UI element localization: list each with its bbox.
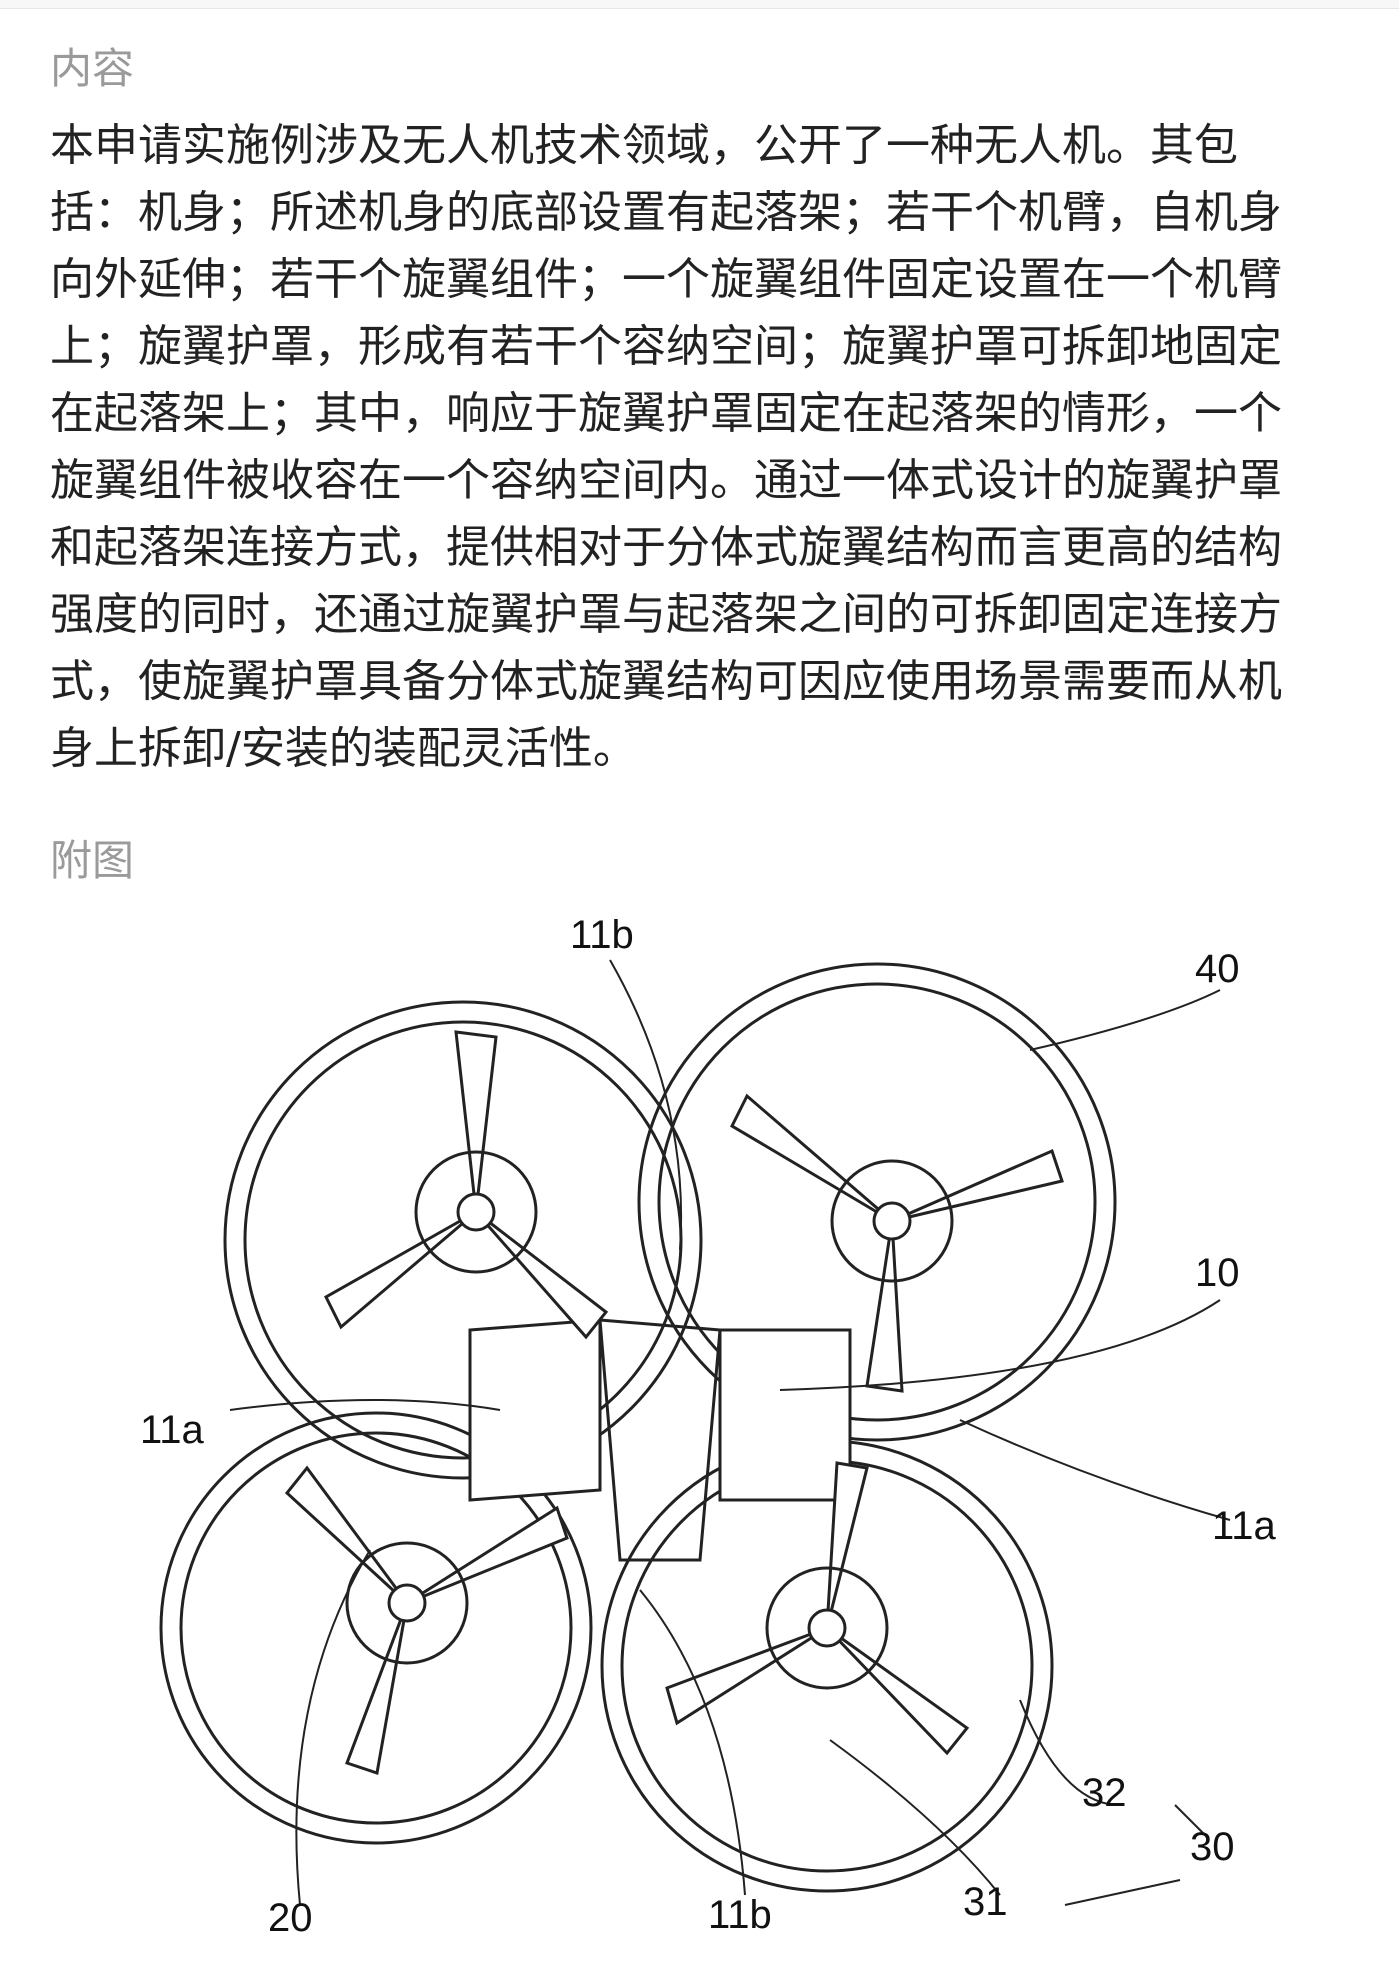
label-11a-left: 11a (140, 1408, 205, 1452)
abstract-line: 和起落架连接方式，提供相对于分体式旋翼结构而言更高的结构 (50, 522, 1282, 573)
abstract-line: 括：机身；所述机身的底部设置有起落架；若干个机臂，自机身 (50, 187, 1282, 238)
abstract-text: 本申请实施例涉及无人机技术领域，公开了一种无人机。其包 括：机身；所述机身的底部… (50, 112, 1370, 782)
figure-heading: 附图 (50, 836, 135, 885)
label-11b-bottom: 11b (708, 1893, 772, 1937)
abstract-line: 本申请实施例涉及无人机技术领域，公开了一种无人机。其包 (50, 120, 1238, 171)
abstract-line: 旋翼组件被收容在一个容纳空间内。通过一体式设计的旋翼护罩 (50, 455, 1282, 506)
abstract-line: 上；旋翼护罩，形成有若干个容纳空间；旋翼护罩可拆卸地固定 (50, 321, 1282, 372)
rotor-guard (159, 962, 1117, 1893)
abstract-line: 在起落架上；其中，响应于旋翼护罩固定在起落架的情形，一个 (50, 388, 1282, 439)
label-30: 30 (1190, 1825, 1235, 1869)
fuselage (468, 1318, 852, 1562)
label-40: 40 (1195, 947, 1240, 991)
label-31: 31 (963, 1880, 1008, 1924)
abstract-line: 向外延伸；若干个旋翼组件；一个旋翼组件固定设置在一个机臂 (50, 254, 1282, 305)
leader-lines (229, 959, 1231, 1906)
abstract-line: 强度的同时，还通过旋翼护罩与起落架之间的可拆卸固定连接方 (50, 589, 1282, 640)
label-10: 10 (1195, 1251, 1240, 1295)
abstract-line: 身上拆卸/安装的装配灵活性。 (50, 723, 637, 774)
label-11a-right: 11a (1212, 1504, 1277, 1548)
label-32: 32 (1082, 1771, 1127, 1815)
top-bar (0, 0, 1399, 9)
abstract-line: 式，使旋翼护罩具备分体式旋翼结构可因应使用场景需要而从机 (50, 656, 1282, 707)
label-20: 20 (268, 1896, 313, 1940)
label-11b-top: 11b (570, 913, 634, 957)
content-heading: 内容 (50, 44, 135, 93)
propellers (284, 1030, 1064, 1775)
